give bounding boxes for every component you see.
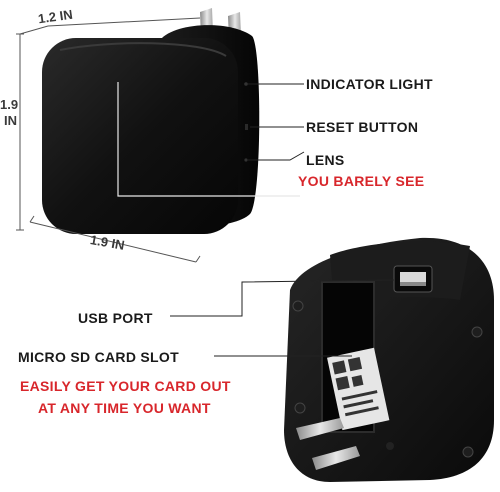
- front-face: [42, 38, 238, 234]
- prong-back-upper: [296, 418, 344, 440]
- dimension-height-line2: IN: [4, 113, 17, 128]
- indicator-light-dot: [244, 82, 248, 86]
- callout-usb-port: USB PORT: [78, 310, 153, 326]
- back-callout-lines: [170, 279, 395, 357]
- charger-camera-back-icon: [284, 237, 494, 482]
- reset-button-hole: [245, 124, 248, 130]
- callout-sd-note-line2: AT ANY TIME YOU WANT: [38, 400, 211, 416]
- callout-micro-sd-slot: MICRO SD CARD SLOT: [18, 349, 179, 365]
- callout-lens-note: YOU BARELY SEE: [298, 173, 425, 189]
- charger-camera-front-icon: [42, 8, 300, 234]
- dimension-lines: [16, 17, 201, 263]
- prong-back-lower: [312, 446, 360, 470]
- callout-lens: LENS: [306, 152, 345, 168]
- callout-indicator-light: INDICATOR LIGHT: [306, 76, 433, 92]
- lens-dot: [244, 158, 248, 162]
- dimension-height-line1: 1.9: [0, 97, 19, 112]
- callout-sd-note-line1: EASILY GET YOUR CARD OUT: [20, 378, 231, 394]
- front-callout-lines: [248, 83, 305, 161]
- callout-reset-button: RESET BUTTON: [306, 119, 419, 135]
